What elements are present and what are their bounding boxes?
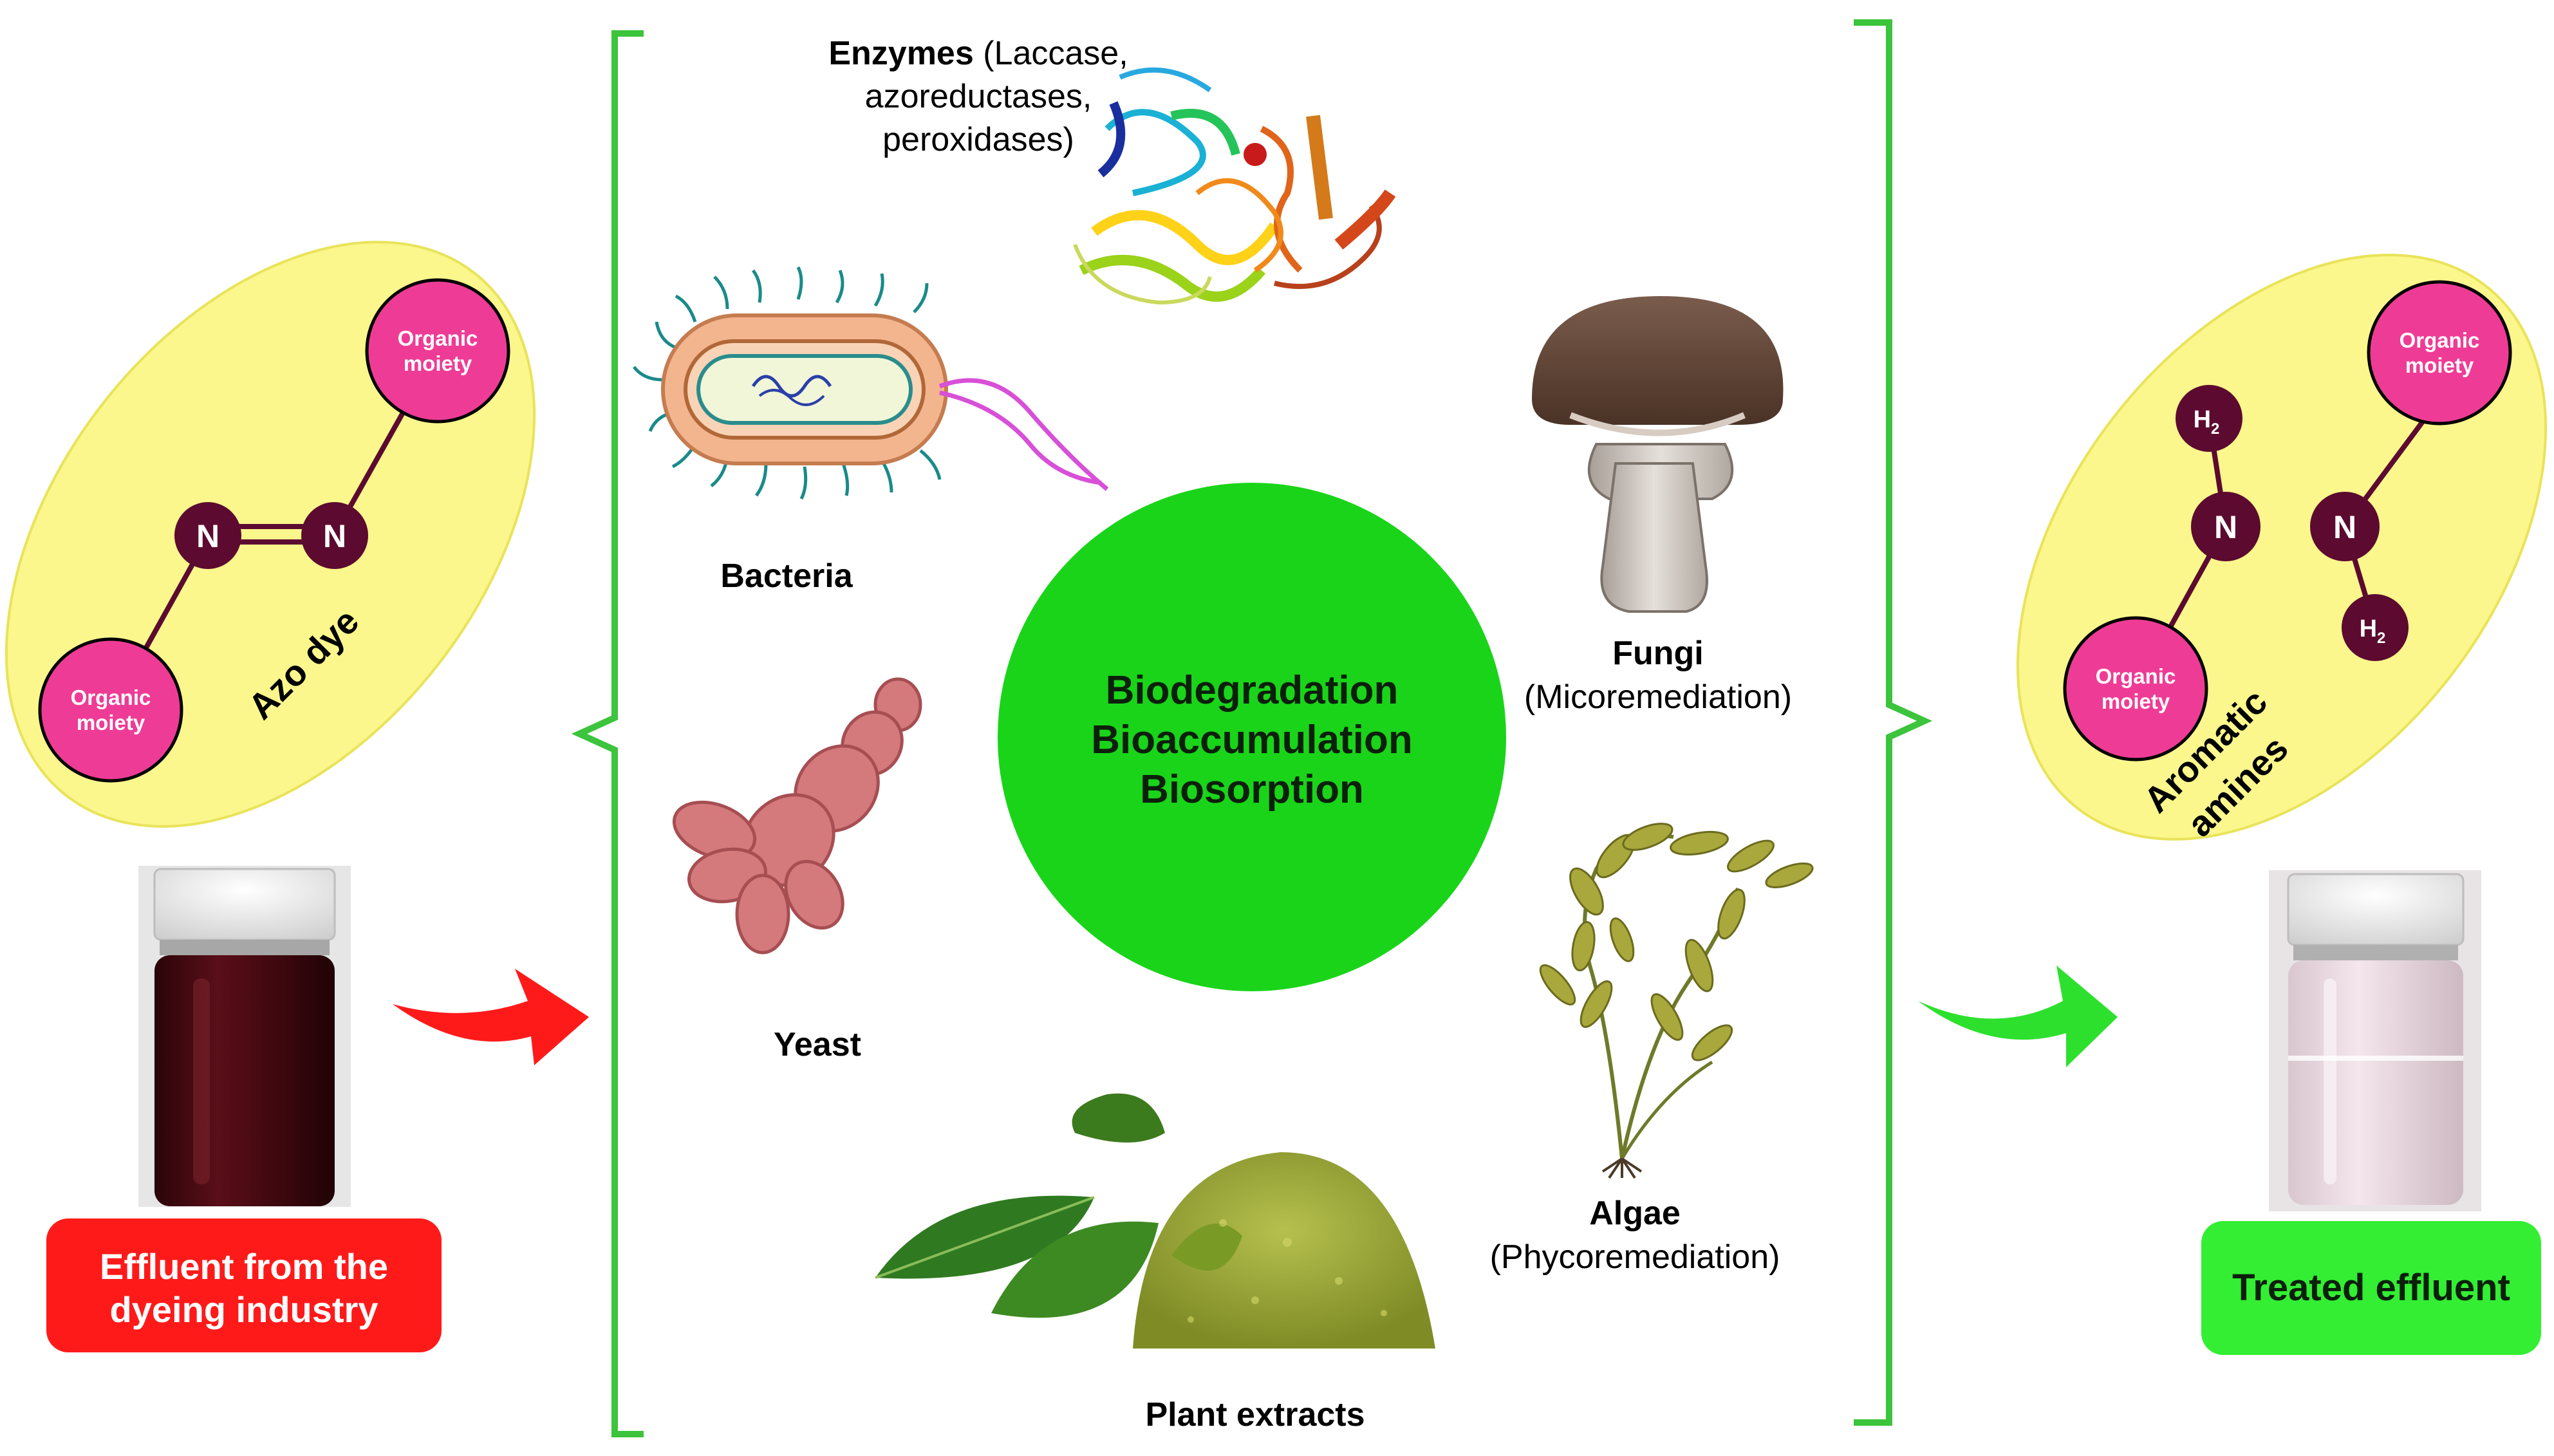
circle-line3: Biosorption (1140, 767, 1364, 812)
moiety-top-right-line2: moiety (2405, 353, 2474, 377)
aromatic-amines-structure: N N H2 H2 Organic moiety Organic moiety … (2016, 254, 2548, 845)
enzyme-structure-icon (1073, 67, 1396, 305)
atom-right-n2-label: N (2333, 509, 2356, 545)
moiety-top-right-line1: Organic (2400, 328, 2480, 352)
organic-moiety-top-right-circle (2367, 280, 2512, 425)
organic-moiety-top-circle (365, 278, 510, 424)
fungi-sublabel: (Micoremediation) (1524, 678, 1792, 716)
nitrogen-atom-1 (174, 502, 241, 569)
h2-top-atom (2176, 385, 2242, 452)
treated-effluent-vial (2269, 870, 2481, 1211)
enzymes-label-line2: azoreductases, (865, 78, 1092, 115)
plant-extracts-label: Plant extracts (1145, 1396, 1365, 1433)
moiety-bottom-right-line2: moiety (2102, 689, 2170, 713)
algae-sublabel: (Phycoremediation) (1490, 1238, 1780, 1276)
enzymes-label-line1: Enzymes (Laccase, (828, 35, 1128, 72)
atom-right-n1-label: N (2214, 509, 2237, 545)
circle-line2: Bioaccumulation (1091, 718, 1413, 762)
moiety-top-line2: moiety (404, 351, 472, 375)
left-bracket (571, 30, 644, 1437)
dark-effluent-vial (138, 866, 351, 1207)
effluent-box (46, 1218, 442, 1352)
plant-extract-icon (875, 1093, 1435, 1349)
treated-effluent-label: Treated effluent (2232, 1267, 2510, 1309)
moiety-bottom-line1: Organic (71, 686, 151, 709)
right-bracket (1854, 19, 1933, 1426)
process-circle (998, 483, 1506, 991)
moiety-top-line1: Organic (398, 326, 478, 350)
atom-n2-label: N (323, 518, 346, 554)
moiety-bottom-line2: moiety (77, 711, 145, 734)
treated-effluent-box (2201, 1221, 2541, 1355)
nitrogen-atom-right-2 (2310, 492, 2380, 561)
nitrogen-atom-2 (301, 502, 368, 569)
bacteria-icon (633, 266, 1109, 500)
organic-moiety-bottom-circle (38, 637, 183, 783)
circle-line1: Biodegradation (1106, 668, 1399, 713)
organic-moiety-bottom-right-circle (2063, 616, 2208, 761)
h2-bottom-atom (2342, 594, 2409, 661)
fungi-label: Fungi (1612, 635, 1704, 672)
azo-dye-structure: N N Organic moiety Organic moiety Azo dy… (5, 241, 536, 828)
bacteria-label: Bacteria (720, 557, 853, 595)
algae-icon (1539, 823, 1814, 1179)
effluent-line1: Effluent from the (100, 1246, 388, 1287)
atom-n1-label: N (196, 518, 219, 554)
yeast-icon (672, 677, 922, 955)
green-arrow (1918, 966, 2118, 1067)
red-arrow (393, 969, 589, 1065)
enzymes-label-line3: peroxidases) (882, 121, 1074, 158)
nitrogen-atom-right-1 (2191, 492, 2260, 561)
h2-bottom-label: H2 (2360, 615, 2386, 647)
algae-label: Algae (1589, 1195, 1681, 1232)
yeast-label: Yeast (774, 1026, 861, 1063)
moiety-bottom-right-line1: Organic (2096, 664, 2176, 688)
mushroom-icon (1532, 296, 1784, 613)
h2-top-label: H2 (2194, 406, 2220, 438)
effluent-line2: dyeing industry (110, 1289, 378, 1330)
